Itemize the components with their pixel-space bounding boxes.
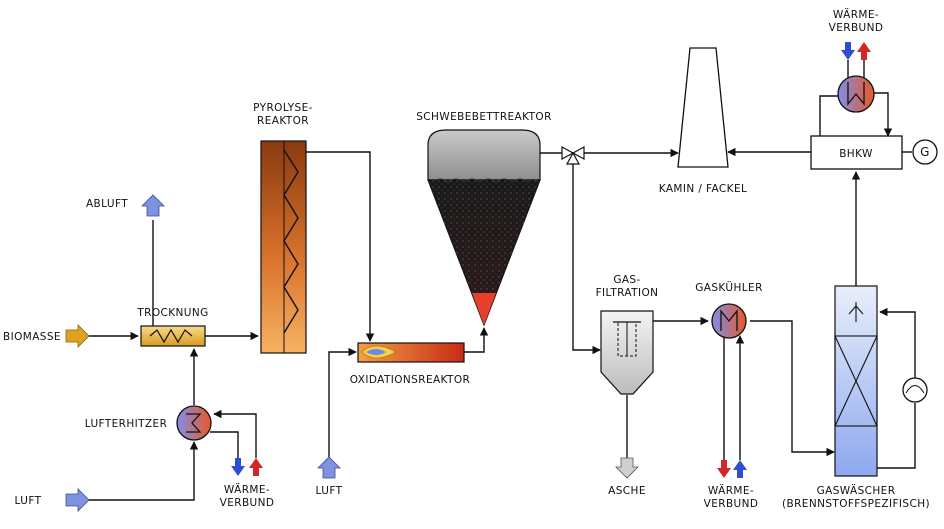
label-gasfiltration-1: GAS- bbox=[613, 274, 640, 286]
label-oxidationsreaktor: OXIDATIONSREAKTOR bbox=[350, 374, 470, 386]
label-kamin: KAMIN / FACKEL bbox=[659, 183, 747, 195]
labels: WÄRME- VERBUND PYROLYSE- REAKTOR SCHWEBE… bbox=[3, 8, 930, 510]
ash-arrow bbox=[615, 457, 639, 479]
label-bhkw: BHKW bbox=[839, 148, 873, 160]
oxidation-reactor bbox=[357, 342, 465, 363]
label-waerme-left-1: WÄRME- bbox=[224, 483, 270, 496]
label-lufterhitzer: LUFTERHITZER bbox=[85, 418, 168, 430]
label-gaswaescher-2: (BRENNSTOFFSPEZIFISCH) bbox=[782, 498, 930, 510]
heat-in-arrow-left bbox=[249, 458, 263, 476]
air-feed-arrow-mid bbox=[317, 456, 341, 479]
air-heater bbox=[176, 405, 212, 441]
label-waerme-left-2: VERBUND bbox=[220, 497, 275, 509]
exhaust-air-arrow bbox=[141, 194, 165, 217]
label-generator: G bbox=[920, 145, 930, 159]
label-luft-mid: LUFT bbox=[316, 485, 343, 497]
label-trocknung: TROCKNUNG bbox=[136, 307, 208, 319]
label-asche: ASCHE bbox=[608, 485, 646, 497]
chp-unit bbox=[810, 135, 903, 170]
label-biomasse: BIOMASSE bbox=[3, 331, 61, 343]
label-gaskuehler: GASKÜHLER bbox=[695, 281, 763, 294]
label-abluft: ABLUFT bbox=[86, 198, 128, 210]
air-feed-arrow-bottom bbox=[65, 488, 90, 512]
label-schwebebett: SCHWEBEBETTREAKTOR bbox=[416, 111, 552, 123]
pyrolysis-reactor bbox=[260, 140, 307, 354]
heat-exchanger-top bbox=[837, 75, 875, 113]
dryer bbox=[140, 325, 206, 347]
stack-flare bbox=[677, 47, 729, 168]
flow-lines bbox=[88, 60, 916, 501]
heat-in-arrow-mid bbox=[733, 460, 747, 478]
gas-scrubber bbox=[834, 285, 878, 477]
heat-out-arrow-mid bbox=[717, 460, 731, 478]
gas-cooler bbox=[711, 303, 747, 339]
heat-out-arrow-top bbox=[857, 42, 871, 60]
label-pyrolyse-1: PYROLYSE- bbox=[253, 102, 313, 114]
label-pyrolyse-2: REAKTOR bbox=[257, 115, 309, 127]
label-gaswaescher-1: GASWÄSCHER bbox=[817, 484, 896, 497]
fluidized-bed-reactor bbox=[427, 129, 541, 327]
heat-in-arrow-top bbox=[841, 42, 855, 60]
label-waerme-mid-1: WÄRME- bbox=[708, 484, 754, 497]
label-luft-bottom: LUFT bbox=[15, 495, 42, 507]
label-waerme-top-2: VERBUND bbox=[829, 22, 884, 34]
generator bbox=[912, 139, 938, 165]
label-waerme-top-1: WÄRME- bbox=[833, 8, 879, 21]
label-gasfiltration-2: FILTRATION bbox=[596, 287, 659, 299]
three-way-valve bbox=[561, 145, 585, 165]
circulation-pump bbox=[902, 377, 928, 403]
heat-out-arrow-left bbox=[231, 458, 245, 476]
biomass-feed-arrow bbox=[65, 324, 90, 348]
gas-filter bbox=[600, 310, 654, 395]
label-waerme-mid-2: VERBUND bbox=[704, 498, 759, 510]
